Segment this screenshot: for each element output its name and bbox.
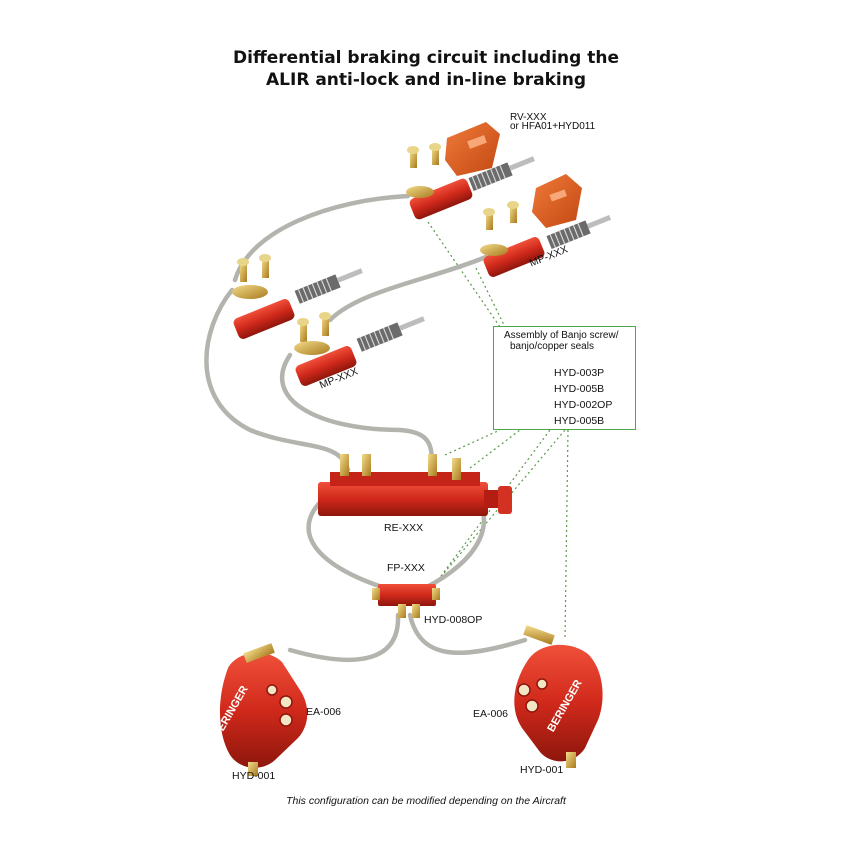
legend-box: Assembly of Banjo screw/ banjo/copper se… bbox=[493, 326, 636, 430]
reservoir-second bbox=[532, 174, 582, 228]
master-cylinder-4 bbox=[294, 312, 425, 386]
master-cylinder-3 bbox=[232, 254, 363, 339]
label-ea-left: EA-006 bbox=[306, 706, 342, 718]
legend-heading: Assembly of Banjo screw/ banjo/copper se… bbox=[504, 330, 619, 352]
regulator-block bbox=[318, 454, 512, 516]
legend-item-3: HYD-002OP bbox=[554, 399, 613, 411]
legend-item-2: HYD-005B bbox=[554, 383, 605, 395]
brake-hoses bbox=[204, 193, 528, 663]
legend-item-1: HYD-003P bbox=[554, 367, 605, 379]
legend-heading-line-2: banjo/copper seals bbox=[510, 341, 594, 352]
label-fp: FP-XXX bbox=[387, 562, 425, 574]
title-line-1: Differential braking circuit including t… bbox=[233, 48, 619, 68]
title-line-2: ALIR anti-lock and in-line braking bbox=[266, 70, 586, 90]
legend-heading-line-1: Assembly of Banjo screw/ bbox=[504, 330, 619, 341]
legend-item-4: HYD-005B bbox=[554, 415, 605, 427]
master-cylinder-2 bbox=[480, 201, 612, 277]
label-rv-alt: or HFA01+HYD011 bbox=[510, 121, 596, 132]
diagram-title: Differential braking circuit including t… bbox=[0, 47, 852, 91]
splitter-block bbox=[372, 584, 440, 618]
reservoir-top bbox=[445, 122, 500, 176]
label-hyd001-right: HYD-001 bbox=[520, 764, 564, 776]
label-hyd008: HYD-008OP bbox=[424, 614, 483, 626]
label-re: RE-XXX bbox=[384, 522, 424, 534]
footer-note: This configuration can be modified depen… bbox=[286, 795, 566, 807]
caliper-right bbox=[514, 625, 603, 768]
caliper-left bbox=[219, 643, 308, 776]
master-cylinder-1 bbox=[406, 143, 535, 220]
label-hyd001-left: HYD-001 bbox=[232, 770, 276, 782]
label-ea-right: EA-006 bbox=[473, 708, 509, 720]
leader-lines bbox=[427, 221, 569, 641]
label-rv: RV-XXX bbox=[510, 112, 547, 123]
